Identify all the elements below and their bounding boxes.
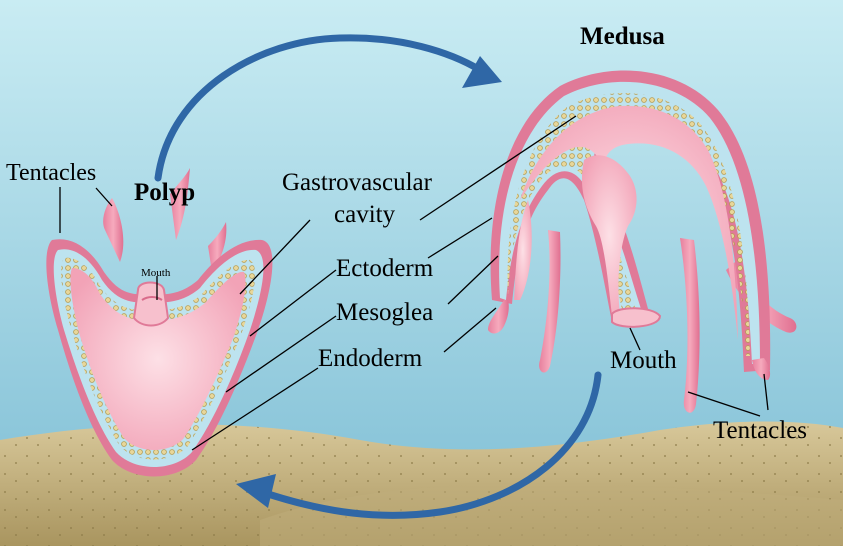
medusa-title: Medusa [580,23,665,50]
label-tentacles-medusa: Tentacles [713,417,807,444]
leader-endoderm-medusa [443,307,497,353]
leader-lines [59,115,769,451]
label-gastrovascular-line1: Gastrovascular [282,169,433,196]
medusa-organism [488,70,797,413]
cycle-arrow-to-medusa [154,34,502,182]
sand-seafloor [0,421,843,546]
leader-gastrovascular-polyp [239,219,311,295]
leader-endoderm-polyp [191,367,319,451]
label-mouth-polyp: Mouth [141,267,171,279]
leader-mesoglea-medusa [447,255,499,305]
leader-tentacles-polyp-2 [95,187,113,207]
leader-mouth-medusa [629,327,641,351]
label-ectoderm: Ectoderm [336,255,434,282]
label-mouth-medusa: Mouth [610,347,677,374]
label-mesoglea: Mesoglea [336,299,433,326]
leader-ectoderm-medusa [427,217,493,259]
polyp-organism [46,168,273,477]
polyp-title: Polyp [134,179,195,206]
leader-tentacles-medusa [687,391,761,417]
leader-tentacles-medusa-2 [763,373,769,411]
leader-mesoglea-polyp [225,315,337,393]
leader-ectoderm-polyp [249,269,337,337]
cycle-arrow-to-polyp [236,371,602,519]
leader-gastrovascular-medusa [419,115,577,221]
label-endoderm: Endoderm [318,345,423,372]
label-tentacles-polyp: Tentacles [6,160,96,186]
label-gastrovascular-line2: cavity [334,201,396,228]
